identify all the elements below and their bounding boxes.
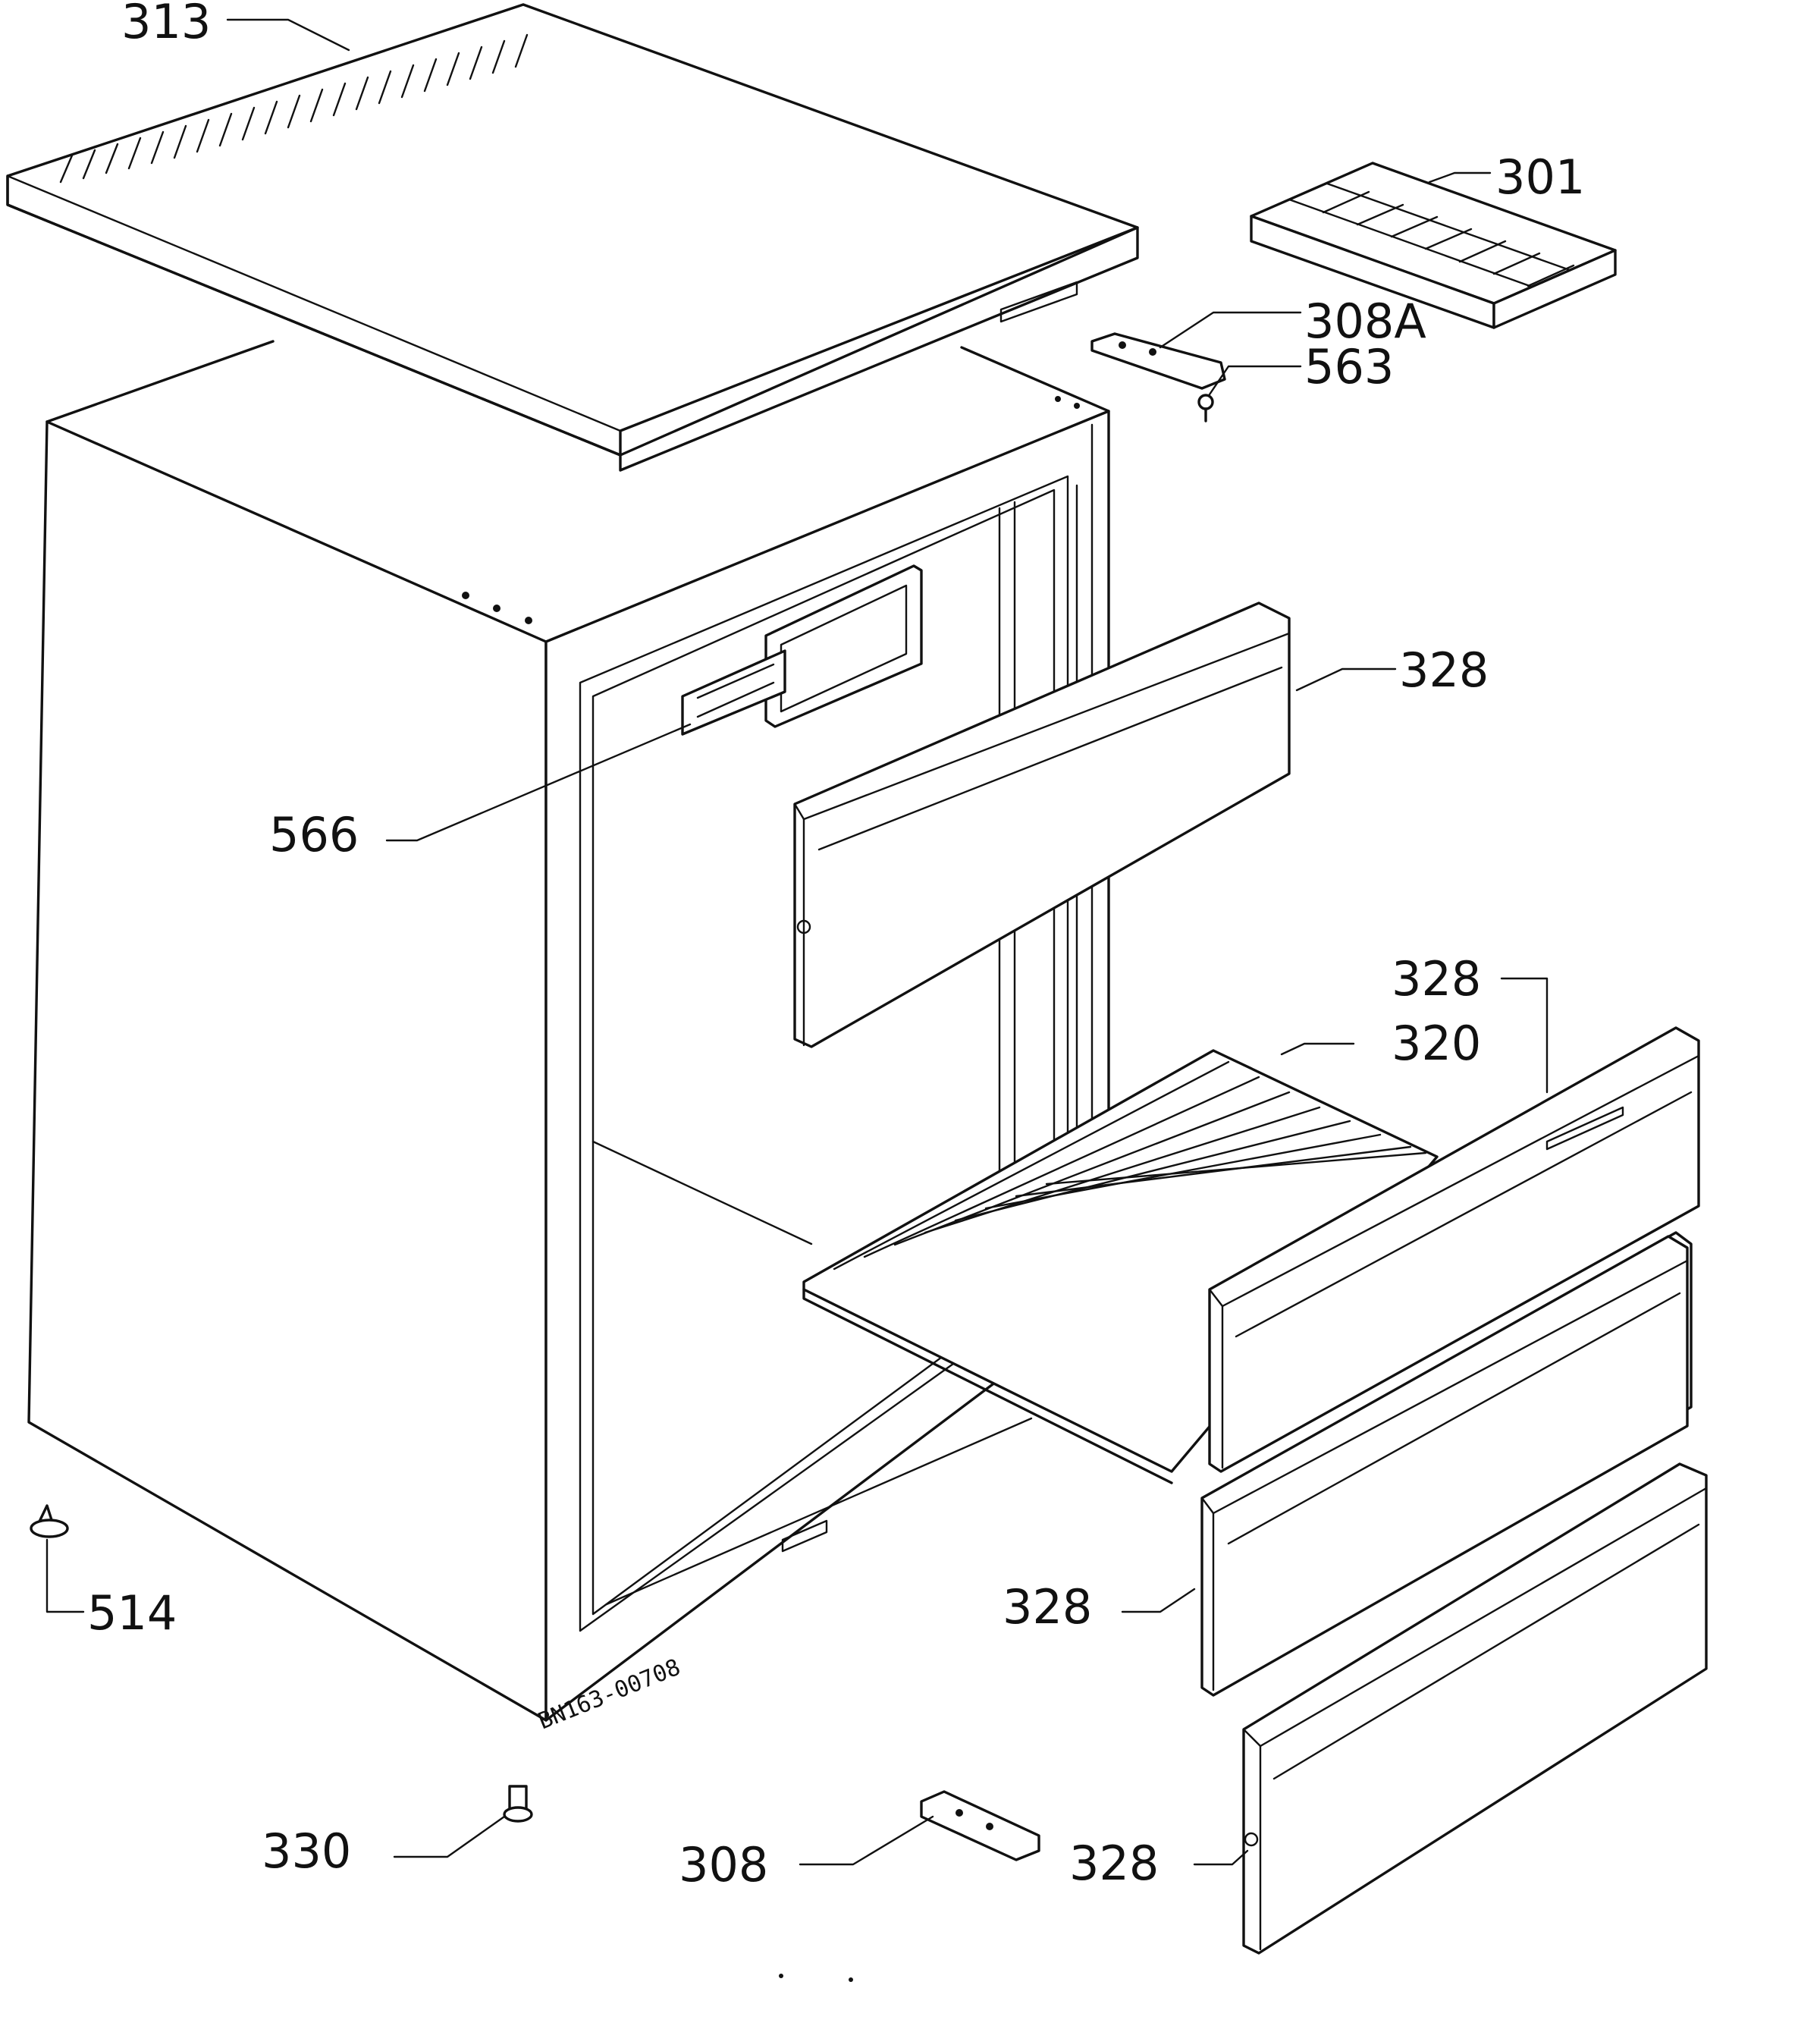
callout-328-right: 328 — [1392, 951, 1481, 1007]
wire-shelf — [802, 1049, 1439, 1484]
hinge-bracket-lower — [920, 1790, 1040, 1861]
callout-313: 313 — [121, 0, 211, 49]
callout-320: 320 — [1392, 1016, 1481, 1071]
screw — [1197, 394, 1214, 422]
callout-328-upper: 328 — [1399, 642, 1489, 698]
callout-328-lower-middle: 328 — [1003, 1579, 1092, 1635]
cabinet-body — [27, 340, 1110, 1722]
drawer-front-lower-middle — [1200, 1235, 1689, 1697]
drawer-front-right — [1208, 1026, 1700, 1473]
callout-308: 308 — [679, 1837, 768, 1892]
callout-328-bottom: 328 — [1069, 1836, 1159, 1891]
adjustable-foot — [503, 1785, 533, 1823]
ice-cube-tray — [1250, 162, 1617, 329]
callout-308a: 308A — [1304, 294, 1426, 349]
callout-563: 563 — [1304, 339, 1394, 394]
callout-330: 330 — [262, 1823, 351, 1879]
callout-566: 566 — [269, 807, 359, 862]
callout-514: 514 — [87, 1585, 177, 1641]
thermostat-knob — [681, 564, 923, 736]
callout-301: 301 — [1495, 149, 1585, 205]
drawer-front-bottom — [1242, 1462, 1708, 1955]
foot — [30, 1504, 69, 1538]
leader-lines — [46, 18, 1549, 1866]
top-cover — [6, 3, 1139, 472]
hinge-bracket-upper — [1090, 332, 1226, 390]
drawer-front-upper — [793, 601, 1291, 1048]
